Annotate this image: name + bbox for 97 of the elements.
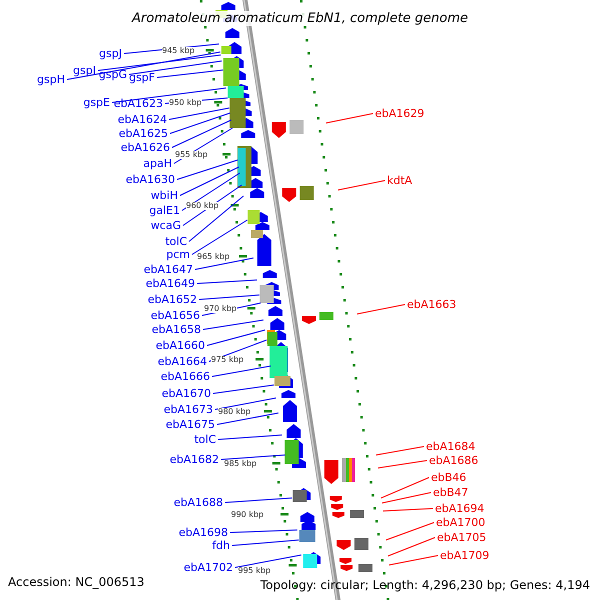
leader-line (198, 294, 260, 300)
gene-label: ebA1673 (164, 404, 213, 415)
gene-label: ebA1625 (118, 128, 168, 139)
gene-label: kdtA (387, 175, 412, 186)
scale-label: 945 kbp (162, 47, 195, 55)
scale-label: 985 kbp (224, 460, 257, 468)
gene-label: tolC (194, 434, 216, 445)
gene-label: ebA1702 (184, 562, 233, 573)
leader-line (170, 112, 231, 134)
leader-line (382, 508, 434, 512)
gene-label: gspG (98, 69, 127, 80)
leader-line (176, 160, 238, 180)
gene-label: pcm (166, 249, 190, 260)
leader-line (338, 180, 386, 190)
gene-label: gspI (73, 65, 96, 76)
leader-line (386, 522, 434, 540)
gene-label: ebA1700 (436, 517, 486, 528)
gene-label: ebA1630 (126, 174, 175, 185)
leader-line (388, 537, 436, 556)
gene-label: apaH (143, 158, 172, 169)
leader-line (128, 60, 222, 75)
gene-label: ebA1647 (144, 264, 193, 275)
gene-label: ebA1623 (114, 98, 163, 109)
gene-label: ebA1649 (146, 278, 195, 289)
gene-label: ebA1698 (178, 527, 228, 538)
gene-label: ebB47 (433, 487, 468, 498)
gene-label: ebA1656 (150, 310, 200, 321)
gene-label: ebA1658 (152, 324, 201, 335)
scale-label: 970 kbp (204, 305, 237, 313)
leader-line (378, 460, 428, 468)
gene-label: ebA1624 (118, 114, 167, 125)
leader-line (212, 366, 272, 377)
leader-line (188, 196, 244, 242)
leader-line (376, 446, 424, 456)
leader-line (192, 220, 248, 255)
gene-label: ebA1652 (148, 294, 197, 305)
leader-line (182, 172, 240, 211)
gene-label: ebA1675 (166, 419, 215, 430)
leader-line (66, 52, 221, 80)
scale-label: 950 kbp (169, 99, 202, 107)
scale-label: 980 kbp (218, 408, 251, 416)
leader-line (214, 398, 276, 410)
gene-label: ebB46 (431, 472, 466, 483)
gene-label: ebA1663 (407, 299, 456, 310)
gene-label: gspJ (99, 48, 122, 59)
leader-line (156, 70, 224, 78)
leader-line (234, 554, 302, 568)
leader-line (232, 540, 300, 546)
gene-label: ebA1629 (375, 108, 424, 119)
leader-line (230, 530, 298, 533)
leader-line (98, 54, 222, 71)
leader-line (382, 492, 432, 504)
leader-line (220, 454, 286, 460)
gene-label: ebA1664 (158, 356, 207, 367)
gene-label: ebA1682 (170, 454, 219, 465)
scale-label: 955 kbp (175, 151, 208, 159)
gene-label: galE1 (149, 205, 180, 216)
gene-label: ebA1684 (426, 441, 476, 452)
leader-line (180, 166, 240, 196)
leader-line (326, 113, 374, 124)
scale-label: 975 kbp (211, 356, 244, 364)
leader-line (356, 304, 406, 314)
leader-line (172, 120, 232, 148)
leader-line (206, 330, 266, 346)
gene-label: ebA1626 (120, 142, 170, 153)
gene-label: wbiH (150, 190, 178, 201)
leader-line (212, 384, 274, 394)
leader-line (216, 412, 279, 425)
scale-label: 990 kbp (231, 511, 264, 519)
gene-label: ebA1686 (429, 455, 478, 466)
leader-line (218, 434, 282, 440)
leader-line (168, 108, 230, 120)
genome-info-text: Topology: circular; Length: 4,296,230 bp; Genes: 4,194 (260, 579, 590, 591)
leader-line (194, 258, 254, 270)
gene-label: gspH (37, 74, 65, 85)
leader-line (202, 320, 264, 330)
scale-label: 995 kbp (238, 567, 271, 575)
gene-label: ebA1670 (162, 388, 211, 399)
leader-line (196, 280, 258, 284)
gene-label: wcaG (150, 220, 181, 231)
leader-line (112, 88, 227, 103)
scale-label: 965 kbp (197, 253, 230, 261)
gene-label: ebA1688 (174, 497, 223, 508)
gene-label: ebA1694 (435, 503, 484, 514)
scale-label: 960 kbp (186, 202, 219, 210)
gene-label: ebA1666 (160, 371, 210, 382)
accession-text: Accession: NC_006513 (8, 576, 144, 588)
gene-label: fdh (212, 540, 230, 551)
gene-label: gspF (128, 72, 155, 83)
gene-label: ebA1705 (437, 532, 486, 543)
leader-line (224, 498, 293, 503)
gene-label: ebA1709 (440, 550, 490, 561)
leader-line (380, 477, 430, 498)
gene-label: gspE (83, 97, 110, 108)
gene-label: ebA1660 (156, 340, 205, 351)
gene-label: tolC (165, 236, 187, 247)
leader-line (388, 555, 438, 566)
